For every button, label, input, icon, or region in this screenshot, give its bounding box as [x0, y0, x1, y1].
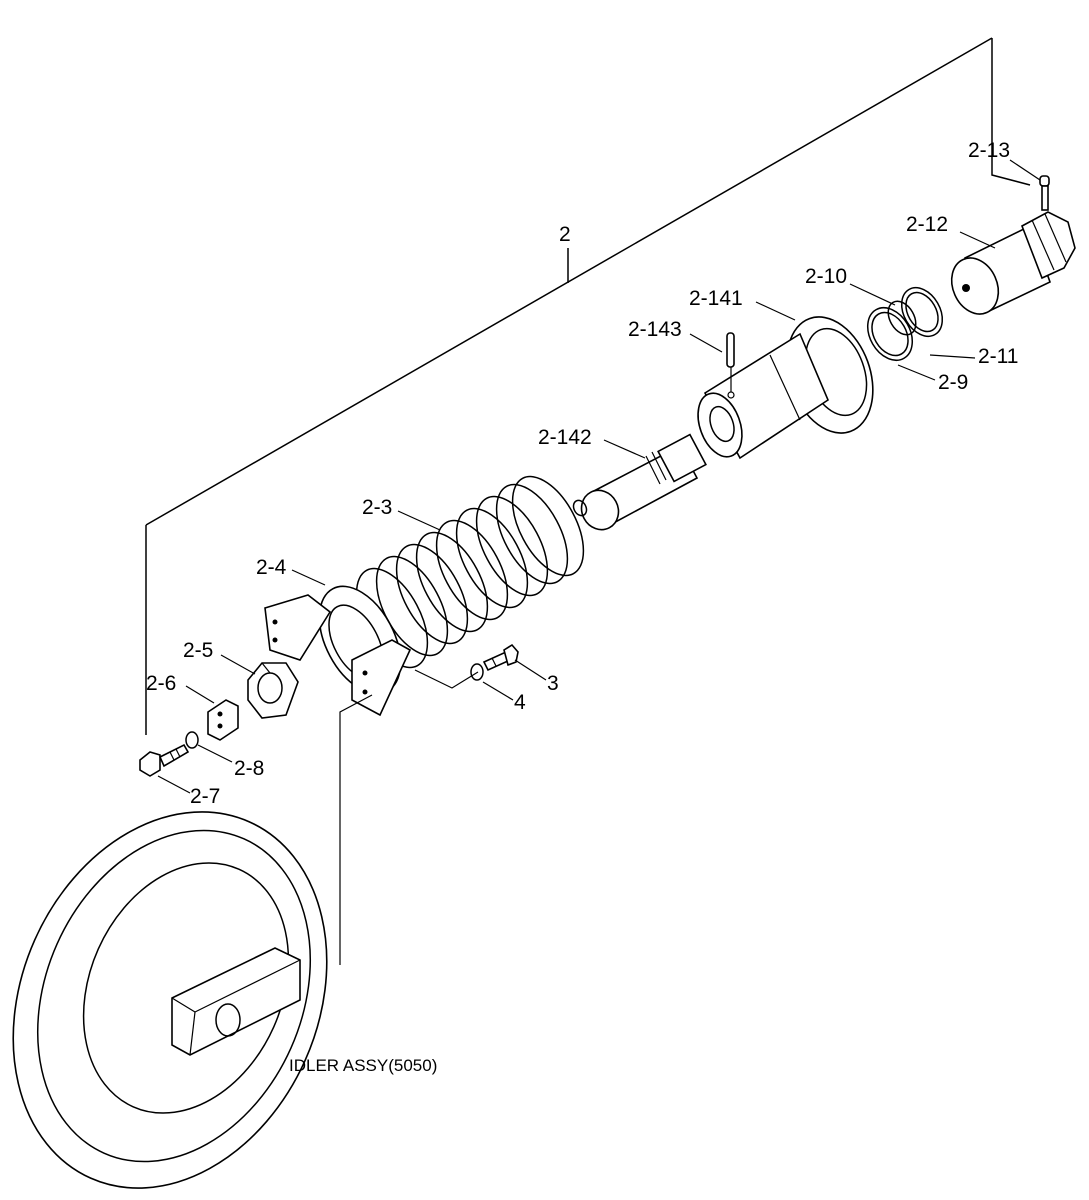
leader-lines [157, 159, 1041, 794]
label-2-13: 2-13 [968, 139, 1010, 162]
assembly-bracket-line [145, 37, 1031, 735]
label-3: 3 [547, 672, 559, 695]
housing-2-141 [697, 316, 874, 460]
ring-2-9 [866, 307, 914, 361]
label-2-4: 2-4 [256, 556, 287, 579]
bolt-2-7 [139, 743, 190, 777]
cylinder-2-12 [950, 211, 1076, 315]
label-2-143: 2-143 [628, 318, 682, 341]
idler-assy-caption: IDLER ASSY(5050) [289, 1056, 437, 1075]
label-2: 2 [559, 223, 571, 246]
yoke-2-4 [264, 585, 479, 717]
ring-2-11 [900, 287, 944, 337]
washer-2-8 [185, 731, 199, 749]
label-2-6: 2-6 [146, 672, 176, 695]
label-2-142: 2-142 [538, 426, 592, 449]
part-labels: 2 2-13 2-12 2-10 2-141 2-143 2-11 2-9 2-… [146, 139, 1018, 1075]
spring-2-3 [355, 475, 585, 669]
label-2-3: 2-3 [362, 496, 392, 519]
label-2-11: 2-11 [978, 345, 1018, 368]
idler-wheel [12, 694, 373, 1189]
label-2-141: 2-141 [689, 287, 743, 310]
bolt-3 [482, 643, 519, 672]
label-4: 4 [514, 691, 526, 714]
label-2-7: 2-7 [190, 785, 220, 808]
label-2-10: 2-10 [805, 265, 847, 288]
pin-2-143 [726, 332, 735, 399]
label-2-9: 2-9 [938, 371, 968, 394]
label-2-8: 2-8 [234, 757, 264, 780]
plate-2-6 [207, 699, 239, 741]
grease-nipple-2-13 [1039, 175, 1050, 211]
ring-2-10 [887, 300, 917, 336]
nut-2-5 [247, 662, 299, 719]
label-2-12: 2-12 [906, 213, 948, 236]
rod-2-142 [572, 433, 707, 531]
label-2-5: 2-5 [183, 639, 213, 662]
washer-4 [470, 663, 484, 681]
